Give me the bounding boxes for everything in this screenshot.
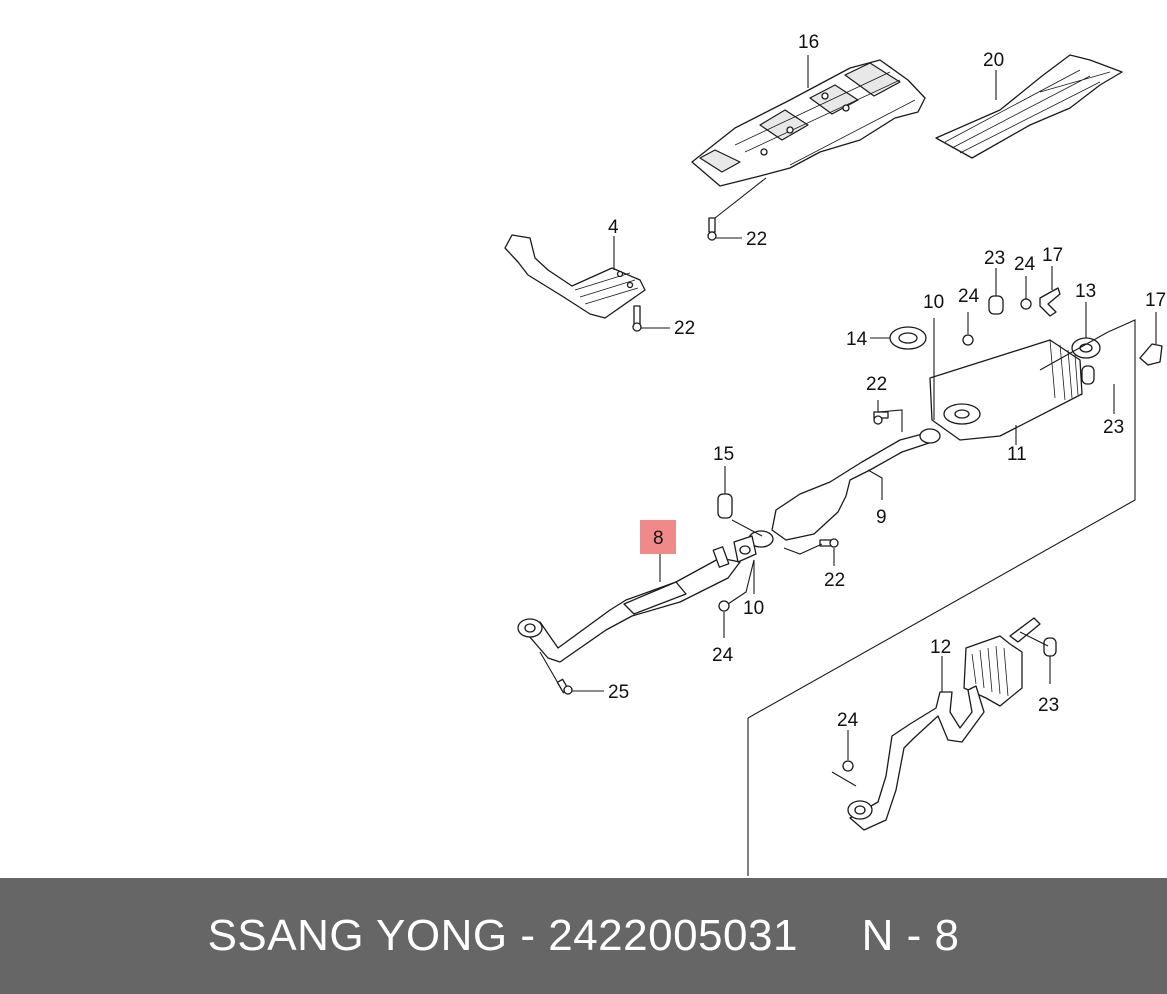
- callout-24-a: 24: [1014, 254, 1036, 275]
- brand-name: SSANG YONG: [207, 911, 508, 960]
- callout-10-b: 10: [743, 598, 764, 619]
- diagram-position: N - 8: [861, 911, 960, 960]
- callout-10-a: 10: [923, 292, 944, 313]
- rubber-hanger-23-a: [988, 295, 1004, 315]
- hanger-bracket-17-a: [1039, 287, 1061, 317]
- callout-25: 25: [608, 682, 629, 703]
- callout-23-c: 23: [1038, 695, 1059, 716]
- callout-23-b: 23: [1103, 417, 1124, 438]
- bolt-22-a: [707, 217, 717, 241]
- callout-17-a: 17: [1042, 245, 1063, 266]
- callout-20: 20: [983, 50, 1004, 71]
- gap: [798, 911, 862, 960]
- rubber-hanger-23-c: [1043, 637, 1057, 657]
- callout-24-c: 24: [712, 645, 734, 666]
- callout-9: 9: [876, 507, 887, 528]
- footer-caption: SSANG YONG - 2422005031 N - 8: [208, 911, 960, 961]
- nut-24-b: [962, 334, 974, 346]
- callout-8: 8: [653, 528, 664, 549]
- nut-24-c: [718, 600, 730, 612]
- footer-bar: SSANG YONG - 2422005031 N - 8: [0, 878, 1167, 994]
- muffler-11: [929, 339, 1083, 441]
- callout-13: 13: [1075, 281, 1096, 302]
- gasket-13: [1071, 337, 1101, 359]
- part-number: 2422005031: [548, 911, 798, 960]
- heat-shield-16: [691, 59, 926, 187]
- callout-16: 16: [798, 32, 819, 53]
- callout-24-b: 24: [958, 286, 980, 307]
- callout-23-a: 23: [984, 248, 1005, 269]
- heat-shield-4: [504, 234, 646, 319]
- callout-17-b: 17: [1145, 290, 1166, 311]
- muffler-assembly-12: [847, 617, 1041, 831]
- exhaust-parts-diagram: 16 20 22 4 22 23 24 17: [504, 32, 1166, 876]
- bolt-22-c: [873, 411, 889, 425]
- callout-22-c: 22: [866, 374, 887, 395]
- hanger-bracket-17-b: [1139, 343, 1163, 366]
- rubber-hanger-23-b: [1081, 365, 1095, 385]
- callout-4: 4: [608, 217, 619, 238]
- callout-22-a: 22: [746, 229, 767, 250]
- bolt-22-d: [819, 538, 839, 548]
- highlight-marker: [640, 520, 676, 554]
- callout-14: 14: [846, 329, 868, 350]
- separator: -: [507, 911, 549, 960]
- callout-15: 15: [713, 444, 734, 465]
- callout-24-d: 24: [837, 710, 859, 731]
- nut-24-a: [1020, 298, 1032, 310]
- front-pipe-8: [517, 535, 757, 663]
- rubber-hanger-15: [717, 493, 733, 519]
- callout-11: 11: [1007, 444, 1027, 465]
- callout-22-b: 22: [674, 318, 695, 339]
- bolt-22-b: [632, 305, 642, 332]
- heat-shield-20: [935, 54, 1123, 159]
- variant-frame: [747, 319, 1136, 719]
- callout-12: 12: [930, 637, 951, 658]
- grommet-14: [889, 326, 927, 350]
- catalytic-pipe-9: [748, 428, 941, 548]
- nut-24-d: [842, 760, 854, 772]
- bolt-25: [556, 678, 573, 695]
- callout-22-d: 22: [824, 570, 845, 591]
